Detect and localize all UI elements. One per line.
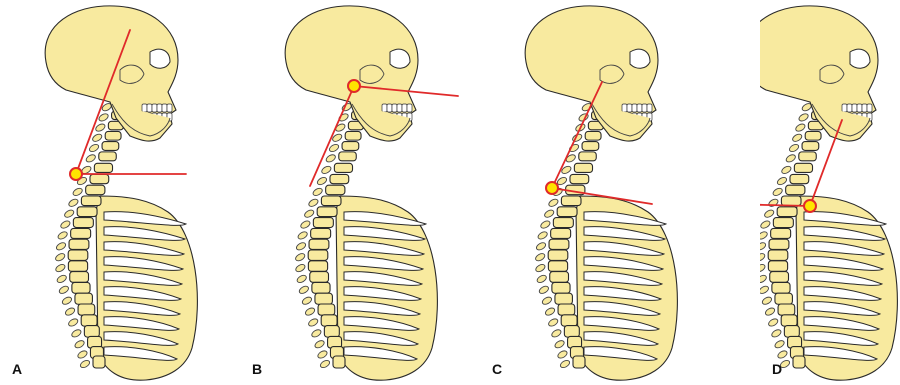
panel-label-c: C xyxy=(492,361,502,377)
skull-icon xyxy=(745,6,878,141)
skull-icon xyxy=(45,6,178,141)
panel-label-d: D xyxy=(772,361,782,377)
ribcage-icon xyxy=(336,196,437,380)
panel-d: D xyxy=(724,6,897,380)
ribcage-icon xyxy=(796,196,897,380)
skull-icon xyxy=(525,6,658,141)
panel-label-a: A xyxy=(12,361,22,377)
panel-a: A xyxy=(12,6,197,380)
panel-label-b: B xyxy=(252,361,262,377)
angle-marker-icon xyxy=(348,80,360,92)
ribcage-icon xyxy=(576,196,677,380)
panel-c: C xyxy=(492,6,677,380)
angle-marker-icon xyxy=(70,168,82,180)
ribcage-icon xyxy=(96,196,197,380)
angle-marker-icon xyxy=(804,200,816,212)
skull-icon xyxy=(285,6,418,141)
angle-marker-icon xyxy=(546,182,558,194)
panel-b: B xyxy=(252,6,458,380)
